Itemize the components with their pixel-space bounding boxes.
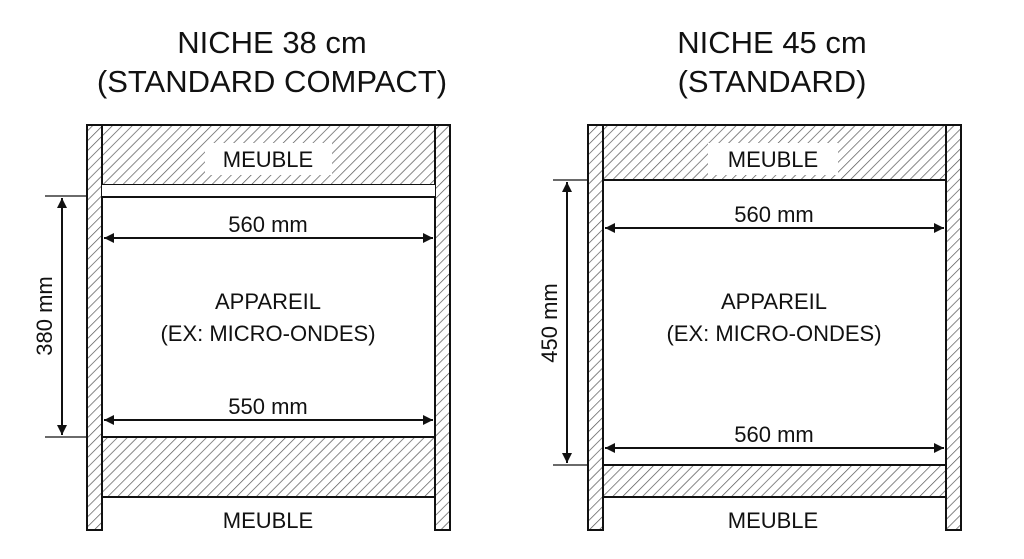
appliance-label-line1: APPAREIL — [721, 289, 827, 314]
right-side-wall — [945, 124, 962, 531]
diagram-title-line1: NICHE 38 cm — [177, 25, 366, 60]
bottom-cabinet-label: MEUBLE — [223, 508, 313, 533]
top-cabinet-label: MEUBLE — [728, 147, 818, 172]
left-side-wall — [587, 124, 604, 531]
top-cabinet-label: MEUBLE — [223, 147, 313, 172]
left-side-wall — [86, 124, 103, 531]
bottom-width-label: 550 mm — [228, 394, 307, 419]
diagram-niche-45: NICHE 45 cm (STANDARD) MEUBLE MEUBLE 560… — [537, 25, 962, 533]
bottom-cabinet — [602, 464, 947, 498]
bottom-width-label: 560 mm — [734, 422, 813, 447]
top-width-label: 560 mm — [734, 202, 813, 227]
right-side-wall — [434, 124, 451, 531]
top-width-label: 560 mm — [228, 212, 307, 237]
appliance-label-line2: (EX: MICRO-ONDES) — [666, 321, 881, 346]
height-label: 450 mm — [537, 283, 562, 362]
height-label: 380 mm — [32, 276, 57, 355]
bottom-cabinet-label: MEUBLE — [728, 508, 818, 533]
bottom-cabinet — [101, 436, 436, 498]
appliance-label-line1: APPAREIL — [215, 289, 321, 314]
diagram-title-line1: NICHE 45 cm — [677, 25, 866, 60]
appliance-label-line2: (EX: MICRO-ONDES) — [160, 321, 375, 346]
diagram-title-line2: (STANDARD) — [678, 64, 867, 99]
diagram-title-line2: (STANDARD COMPACT) — [97, 64, 447, 99]
diagram-niche-38: NICHE 38 cm (STANDARD COMPACT) MEUBLE ME… — [32, 25, 451, 533]
